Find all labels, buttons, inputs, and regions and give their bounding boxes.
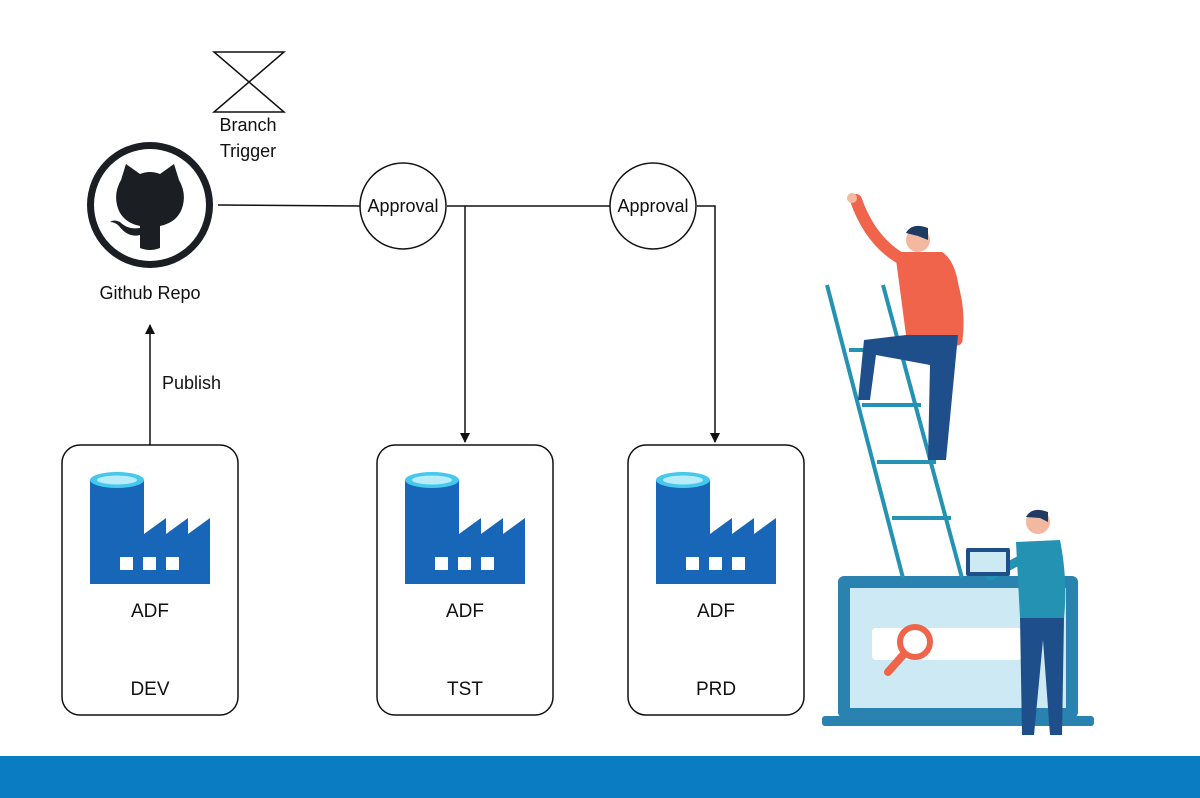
github-icon <box>87 142 213 268</box>
bottom-bar <box>0 756 1200 798</box>
approval-label: Approval <box>617 196 688 216</box>
hourglass-icon <box>211 51 287 113</box>
person-icon <box>966 509 1066 735</box>
branch-trigger: Branch Trigger <box>211 51 287 161</box>
climbing-person-icon <box>847 193 964 460</box>
connectors <box>145 204 720 464</box>
ladder-icon <box>825 284 964 579</box>
approval-gate-2: Approval <box>609 162 697 250</box>
env-label: PRD <box>696 679 736 700</box>
github-repo: Github Repo <box>87 142 213 303</box>
environment-tst: ADF TST <box>376 444 554 716</box>
env-label: DEV <box>130 679 169 700</box>
github-repo-label: Github Repo <box>99 283 200 303</box>
branch-trigger-label-2: Trigger <box>220 141 276 161</box>
magnifier-icon <box>884 624 933 676</box>
env-label: TST <box>447 679 483 700</box>
adf-label: ADF <box>697 601 735 622</box>
approval-label: Approval <box>367 196 438 216</box>
environment-dev: ADF DEV <box>61 444 239 716</box>
adf-label: ADF <box>131 601 169 622</box>
illustration <box>822 193 1094 735</box>
branch-trigger-label-1: Branch <box>219 115 276 135</box>
approval-gate-1: Approval <box>359 162 447 250</box>
adf-label: ADF <box>446 601 484 622</box>
laptop-icon <box>822 576 1094 726</box>
publish-label: Publish <box>162 373 221 393</box>
environment-prd: ADF PRD <box>627 444 805 716</box>
